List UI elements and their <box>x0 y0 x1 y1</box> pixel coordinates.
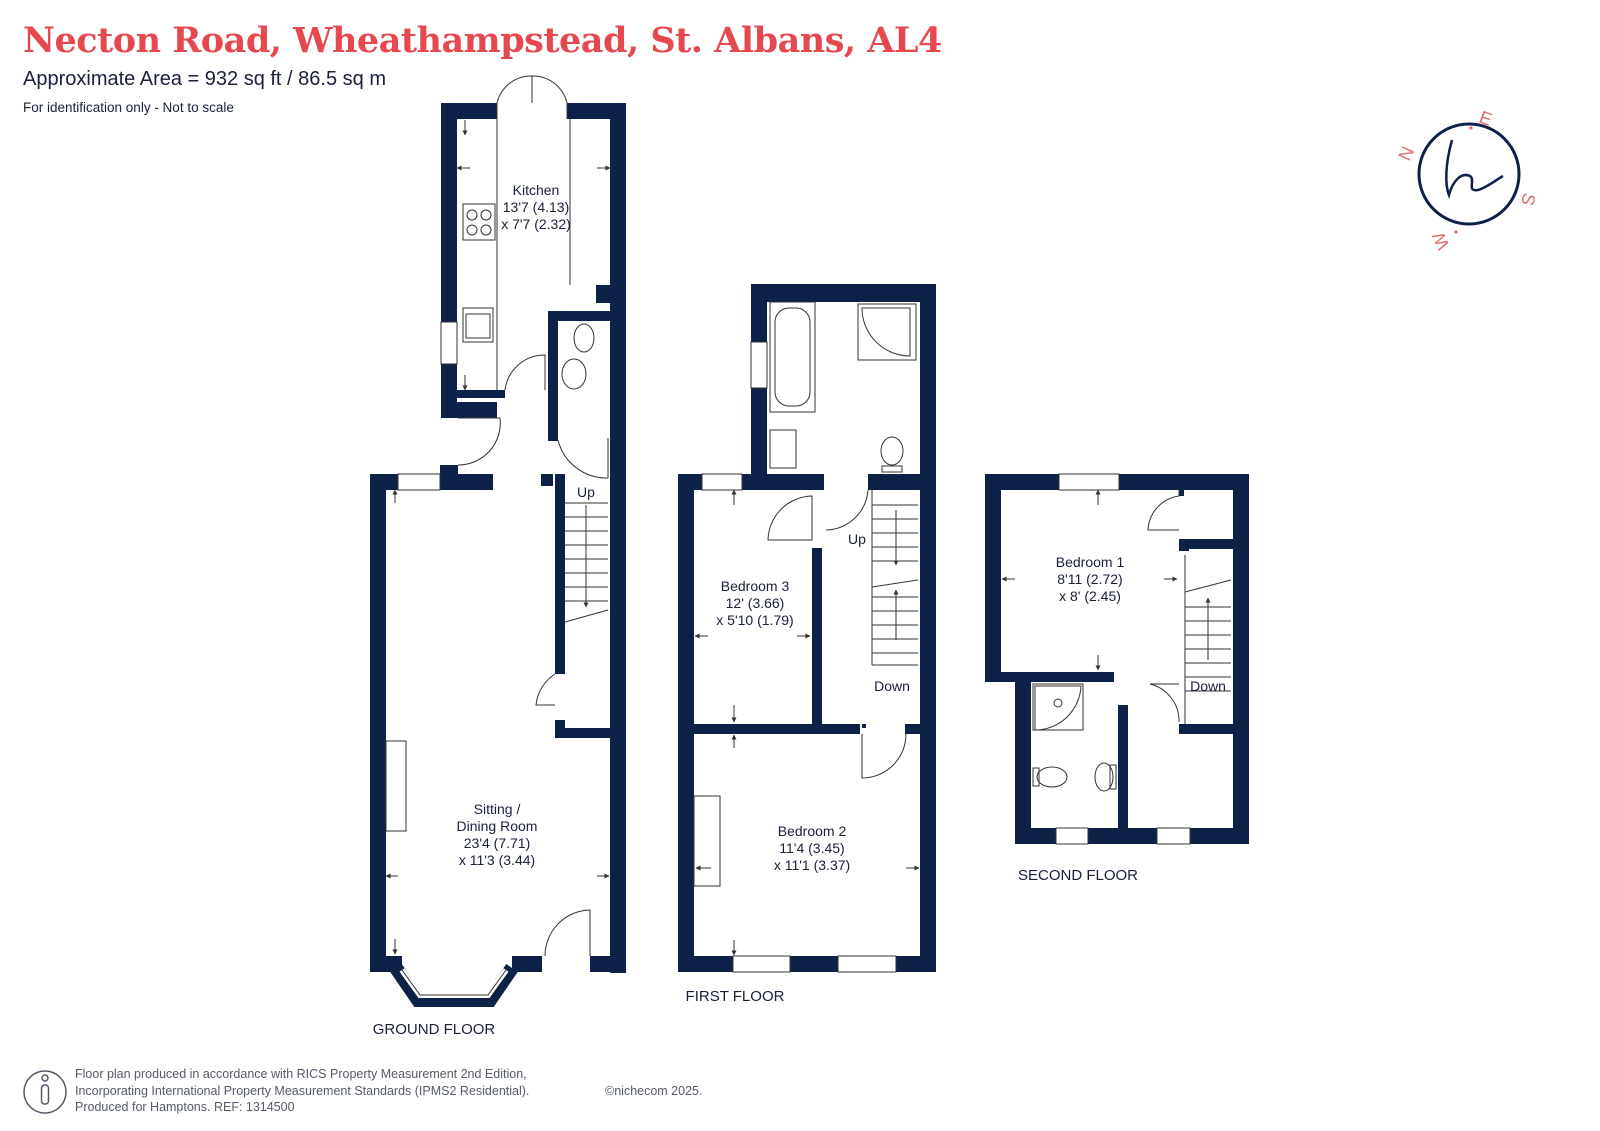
ground-floor-labels: Kitchen 13'7 (4.13) x 7'7 (2.32) Up Sitt… <box>373 182 595 1038</box>
ground-stairs-up-label: Up <box>577 484 595 500</box>
second-floor-labels: Bedroom 1 8'11 (2.72) x 8' (2.45) Down S… <box>1018 554 1226 884</box>
kitchen-name: Kitchen <box>513 182 560 198</box>
bedroom1-name: Bedroom 1 <box>1056 554 1125 570</box>
second-floor-plan <box>985 474 1249 844</box>
footer-line2: Incorporating International Property Mea… <box>75 1083 530 1098</box>
info-icon <box>23 1070 67 1114</box>
bedroom2-name: Bedroom 2 <box>778 823 847 839</box>
sitting-name2: Dining Room <box>457 818 538 834</box>
second-floor-label: SECOND FLOOR <box>1018 867 1138 884</box>
sitting-dim1: 23'4 (7.71) <box>464 835 531 851</box>
bedroom3-dim1: 12' (3.66) <box>726 595 785 611</box>
bedroom1-dim1: 8'11 (2.72) <box>1057 571 1122 587</box>
second-stairs-down-label: Down <box>1190 678 1226 694</box>
footer: Floor plan produced in accordance with R… <box>75 1066 702 1116</box>
first-floor-fixtures <box>693 301 920 973</box>
compass-ring <box>1417 122 1521 226</box>
kitchen-dim2: x 7'7 (2.32) <box>501 216 571 232</box>
kitchen-dim1: 13'7 (4.13) <box>503 199 570 215</box>
bedroom1-dim2: x 8' (2.45) <box>1059 588 1121 604</box>
compass: N E S W <box>1394 107 1539 253</box>
first-stairs-up-label: Up <box>848 531 866 547</box>
ground-floor-plan <box>370 103 626 973</box>
bedroom3-dim2: x 5'10 (1.79) <box>716 612 793 628</box>
bedroom3-name: Bedroom 3 <box>721 578 790 594</box>
compass-s: S <box>1517 191 1539 208</box>
first-floor-plan <box>678 284 936 972</box>
compass-w: W <box>1428 229 1453 253</box>
compass-n: N <box>1394 143 1418 163</box>
bedroom2-dim1: 11'4 (3.45) <box>779 840 844 856</box>
second-floor-fixtures <box>1001 473 1232 845</box>
footer-line1: Floor plan produced in accordance with R… <box>75 1067 527 1081</box>
ground-floor-label: GROUND FLOOR <box>373 1021 496 1038</box>
page-title: Necton Road, Wheathampstead, St. Albans,… <box>23 20 942 61</box>
ground-floor-fixtures <box>385 75 611 1007</box>
first-floor-label: FIRST FLOOR <box>686 988 785 1005</box>
sitting-name1: Sitting / <box>474 801 521 817</box>
footer-copyright: ©nichecom 2025. <box>605 1083 703 1098</box>
first-floor-labels: Up Bedroom 3 12' (3.66) x 5'10 (1.79) Do… <box>686 531 910 1005</box>
footer-line3: Produced for Hamptons. REF: 1314500 <box>75 1100 295 1114</box>
identification-note: For identification only - Not to scale <box>23 100 234 115</box>
logo-h-icon <box>1445 139 1504 199</box>
compass-e: E <box>1477 107 1495 130</box>
sitting-dim2: x 11'3 (3.44) <box>459 852 535 868</box>
first-stairs-down-label: Down <box>874 678 910 694</box>
bedroom2-dim2: x 11'1 (3.37) <box>774 857 850 873</box>
approximate-area: Approximate Area = 932 sq ft / 86.5 sq m <box>23 68 386 90</box>
